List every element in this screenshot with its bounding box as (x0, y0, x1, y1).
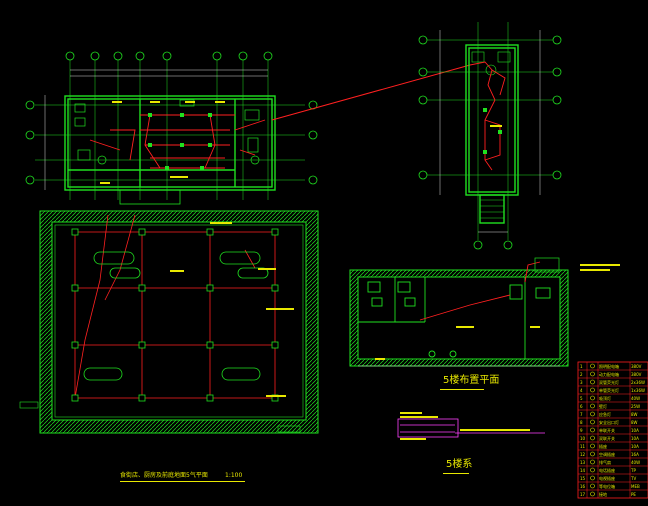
legend-symbol-icon (590, 411, 595, 417)
legend-row-name: 电话插座 (599, 467, 615, 473)
ground-plan-title-underline (120, 481, 245, 482)
legend-row-name: 单联开关 (599, 427, 615, 433)
legend-row-name: 动力配电箱 (599, 371, 619, 377)
legend-row-name: 双联开关 (599, 435, 615, 441)
legend-row-spec: TV (630, 476, 636, 481)
legend-row-no: 10 (580, 436, 586, 441)
legend-row-no: 2 (580, 372, 583, 377)
legend-symbol-icon (590, 371, 595, 377)
legend-row-name: 空调插座 (599, 451, 615, 457)
connection-wire (271, 64, 471, 121)
ground-plan-title: 食街店、厨房及前庭地面5气平面 (120, 472, 208, 479)
legend-table: 1 照明配电箱 380V 2 动力配电箱 380V 3 双管荧光灯 2x36W 4 单管荧光灯 1x3… (577, 361, 648, 499)
system-title-underline (443, 473, 469, 474)
legend-row-no: 9 (580, 428, 583, 433)
legend-symbol-icon (590, 427, 595, 433)
roof-plan (349, 257, 620, 367)
legend-row-spec: 2x36W (631, 380, 645, 385)
legend-row-spec: MEB (631, 484, 640, 489)
legend-row-name: 安全出口灯 (599, 419, 619, 425)
ground-floor-plan (19, 210, 319, 434)
legend-row-spec: 8W (631, 420, 638, 425)
system-title: 5楼系 (446, 459, 473, 470)
legend-row-spec: 16A (631, 452, 639, 457)
legend-row-name: 双管荧光灯 (599, 379, 619, 385)
legend-symbol-icon (590, 459, 595, 465)
legend-symbol-icon (590, 419, 595, 425)
legend-row-name: 照明配电箱 (599, 363, 619, 369)
ground-plan-scale: 1:100 (225, 472, 243, 479)
legend-symbol-icon (590, 435, 595, 441)
legend-row-spec: 10A (631, 428, 639, 433)
legend-symbol-icon (590, 387, 595, 393)
legend-row-spec: 8W (631, 412, 638, 417)
legend-row-no: 7 (580, 412, 583, 417)
top-right-floor-plan (418, 22, 562, 250)
legend-row-name: 应急灯 (599, 411, 611, 417)
legend-row-no: 3 (580, 380, 583, 385)
legend-row-spec: 10A (631, 436, 639, 441)
legend-row-name: 接地 (599, 491, 607, 497)
legend-symbol-icon (590, 483, 595, 489)
legend-row-name: 插座 (599, 443, 607, 449)
legend-frame (577, 361, 648, 499)
legend-symbol-icon (590, 467, 595, 473)
legend-symbol-icon (590, 491, 595, 497)
legend-row-spec: TP (630, 468, 636, 473)
legend-symbol-icon (590, 395, 595, 401)
legend-row-name: 单管荧光灯 (599, 387, 619, 393)
legend-row-spec: 10A (631, 444, 639, 449)
legend-symbol-icon (590, 363, 595, 369)
legend-row-no: 15 (580, 476, 586, 481)
legend-row-no: 1 (580, 364, 583, 369)
legend-row-no: 8 (580, 420, 583, 425)
legend-row-spec: 380V (631, 364, 642, 369)
legend-symbol-icon (590, 379, 595, 385)
legend-row-spec: 25W (631, 404, 640, 409)
legend-row-spec: PE (631, 492, 636, 497)
legend-row-spec: 1x36W (631, 388, 645, 393)
legend-row-spec: 380V (631, 372, 642, 377)
legend-row-no: 11 (580, 444, 586, 449)
legend-row-no: 17 (580, 492, 586, 497)
top-left-floor-plan (25, 51, 318, 205)
legend-row-no: 16 (580, 484, 586, 489)
legend-row-name: 吸顶灯 (599, 395, 611, 401)
legend-symbol-icon (590, 475, 595, 481)
roof-plan-title-underline (440, 389, 484, 390)
legend-row-no: 13 (580, 460, 586, 465)
legend-row-no: 6 (580, 404, 583, 409)
system-diagram (397, 412, 545, 440)
legend-row-spec: 40W (631, 460, 640, 465)
legend-row-no: 14 (580, 468, 586, 473)
roof-plan-title: 5楼布置平面 (443, 375, 500, 386)
legend-symbol-icon (590, 403, 595, 409)
legend-row-name: 壁灯 (599, 403, 607, 409)
legend-row-spec: 40W (631, 396, 640, 401)
legend-row-no: 12 (580, 452, 586, 457)
legend-row-no: 4 (580, 388, 583, 393)
legend-row-name: 等电位箱 (599, 483, 615, 489)
legend-row-name: 排气扇 (599, 459, 611, 465)
legend-symbol-icon (590, 451, 595, 457)
legend-row-no: 5 (580, 396, 583, 401)
legend-row-name: 电视插座 (599, 475, 615, 481)
legend-symbol-icon (590, 443, 595, 449)
